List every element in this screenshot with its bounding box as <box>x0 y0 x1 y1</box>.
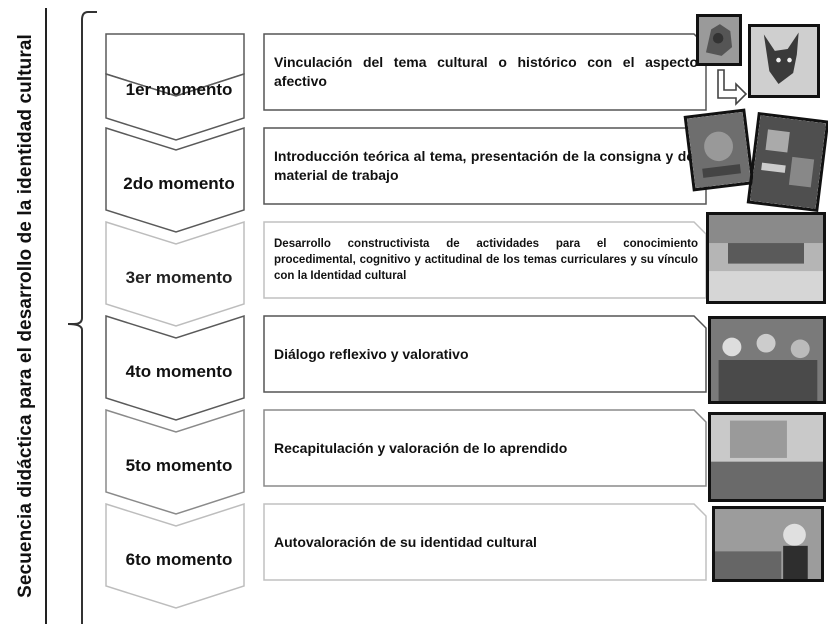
moment-label-1: 1er momento <box>125 80 233 99</box>
moment-label-5: 5to momento <box>125 456 233 475</box>
moment-label-3: 3er momento <box>125 268 233 287</box>
moment-description-1-text: Vinculación del tema cultural o históric… <box>274 54 698 89</box>
moment-description-2-text: Introducción teórica al tema, presentaci… <box>274 148 698 183</box>
box-moment-4 <box>263 315 707 393</box>
moment-description-3-text: Desarrollo constructivista de actividade… <box>274 238 698 282</box>
chevron-moment-5 <box>105 408 245 515</box>
photo-material-1 <box>683 108 755 192</box>
moment-description-6: Autovaloración de su identidad cultural <box>264 504 706 580</box>
moment-description-4-text: Diálogo reflexivo y valorativo <box>274 345 469 362</box>
sidebar-rule <box>45 8 47 624</box>
sidebar-title: Secuencia didáctica para el desarrollo d… <box>15 34 37 598</box>
moment-description-5: Recapitulación y valoración de lo aprend… <box>264 410 706 486</box>
moment-label-2: 2do momento <box>123 174 235 193</box>
moment-description-3: Desarrollo constructivista de actividade… <box>264 222 706 298</box>
sequence-bracket <box>67 11 97 624</box>
photo-self-assessment <box>712 506 824 582</box>
box-moment-5 <box>263 409 707 487</box>
photo-dog <box>748 24 820 98</box>
photo-material-2 <box>746 111 828 213</box>
photo-group-mural <box>708 412 826 502</box>
moment-description-5-text: Recapitulación y valoración de lo aprend… <box>274 439 568 456</box>
chevron-moment-3 <box>105 220 245 327</box>
moment-description-1: Vinculación del tema cultural o históric… <box>264 34 706 110</box>
moment-description-2: Introducción teórica al tema, presentaci… <box>264 128 706 204</box>
box-moment-1 <box>263 33 707 111</box>
sidebar: Secuencia didáctica para el desarrollo d… <box>4 8 48 624</box>
box-moment-6 <box>263 503 707 581</box>
chevron-moment-4 <box>105 314 245 421</box>
photo-group-activity <box>706 212 826 304</box>
moment-description-6-text: Autovaloración de su identidad cultural <box>274 533 537 550</box>
chevron-moment-2 <box>105 126 245 233</box>
photo-artifact <box>696 14 742 66</box>
moment-label-6: 6to momento <box>125 550 233 569</box>
photo-dialogue <box>708 316 826 404</box>
chevron-moment-6 <box>105 502 245 609</box>
moment-label-4: 4to momento <box>125 362 233 381</box>
curved-arrow-icon <box>717 69 748 106</box>
chevron-moment-1-bottom <box>105 72 245 141</box>
moment-description-4: Diálogo reflexivo y valorativo <box>264 316 706 392</box>
